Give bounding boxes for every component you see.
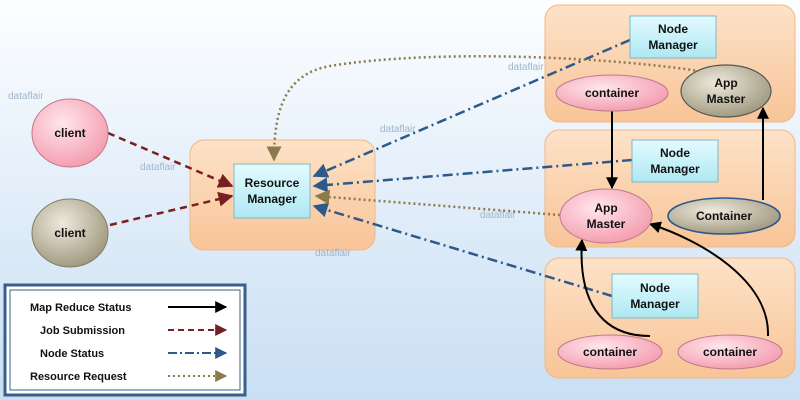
watermark: dataflair bbox=[480, 210, 516, 221]
app-master-label: Master bbox=[587, 217, 626, 231]
legend-label-resource-request: Resource Request bbox=[30, 371, 127, 383]
legend-label-node-status: Node Status bbox=[40, 348, 104, 360]
container-node bbox=[667, 197, 781, 235]
legend-label-job-submission: Job Submission bbox=[40, 325, 125, 337]
watermark: dataflair bbox=[140, 162, 176, 173]
app-master-label: App bbox=[714, 76, 737, 90]
watermark: dataflair bbox=[8, 91, 44, 102]
container-node bbox=[677, 334, 783, 370]
map-reduce-status-arrow bbox=[648, 221, 770, 337]
node-manager-label: Manager bbox=[650, 162, 700, 176]
map-reduce-status-arrow bbox=[575, 238, 651, 337]
resource-manager-label: Manager bbox=[247, 192, 297, 206]
client-label: client bbox=[54, 126, 85, 140]
node-manager-label: Node bbox=[640, 281, 670, 295]
node-manager-label: Node bbox=[658, 22, 688, 36]
container-label: container bbox=[703, 345, 757, 359]
node-manager-label: Manager bbox=[648, 38, 698, 52]
watermark: dataflair bbox=[380, 124, 416, 135]
node-manager-box bbox=[611, 273, 699, 319]
node-manager-box bbox=[629, 15, 717, 59]
resource-request-arrow bbox=[314, 189, 561, 217]
client-label: client bbox=[54, 226, 85, 240]
node-manager-label: Node bbox=[660, 146, 690, 160]
node-manager-label: Manager bbox=[630, 297, 680, 311]
resource-manager-box bbox=[233, 163, 311, 219]
container-label: container bbox=[585, 86, 639, 100]
app-master-node bbox=[559, 188, 653, 244]
job-submission-arrow bbox=[107, 131, 234, 188]
container-label: container bbox=[583, 345, 637, 359]
container-node bbox=[555, 74, 669, 112]
app-master-node bbox=[680, 64, 772, 118]
client-node bbox=[31, 198, 109, 268]
node-status-arrow bbox=[312, 202, 613, 298]
legend-inner-border bbox=[9, 289, 241, 391]
node-manager-box bbox=[631, 139, 719, 183]
legend-label-map-reduce-status: Map Reduce Status bbox=[30, 302, 131, 314]
node-status-arrow bbox=[312, 38, 631, 178]
container-node bbox=[557, 334, 663, 370]
watermark: dataflair bbox=[508, 62, 544, 73]
node-status-arrow bbox=[312, 158, 633, 193]
job-submission-arrow bbox=[109, 191, 234, 227]
client-node bbox=[31, 98, 109, 168]
app-master-label: App bbox=[594, 201, 617, 215]
app-master-label: Master bbox=[707, 92, 746, 106]
watermark: dataflair bbox=[315, 248, 351, 259]
legend: Map Reduce Status Job Submission Node St… bbox=[3, 283, 247, 397]
container-label: Container bbox=[696, 209, 752, 223]
resource-manager-label: Resource bbox=[245, 176, 300, 190]
